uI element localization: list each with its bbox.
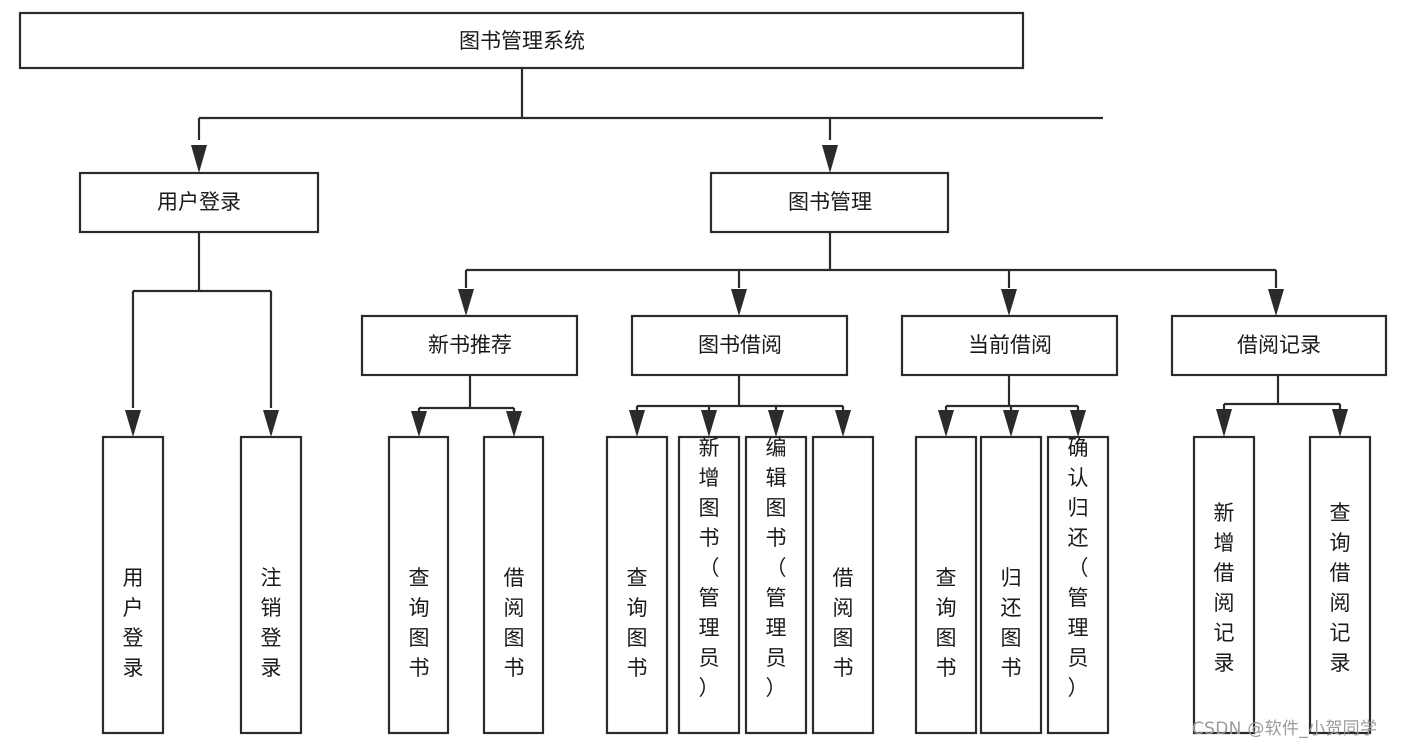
arrow-head-borrow-record-leaf-1 xyxy=(1216,409,1232,437)
leaf-current-borrow-query-label: 查询图书 xyxy=(936,566,957,680)
node-new-book-recommend[interactable]: 新书推荐 xyxy=(360,314,579,377)
arrow-head-book-borrow-leaf-2 xyxy=(701,410,717,437)
leaf-current-borrow-confirm-box xyxy=(1046,435,1110,735)
connector-group-book-borrow-to-leaves xyxy=(629,375,851,437)
arrow-head-current-borrow-leaf-3 xyxy=(1070,410,1086,437)
leaf-borrow-record-query-box xyxy=(1308,435,1372,735)
node-book-borrow-label: 图书借阅 xyxy=(698,333,782,357)
node-root-label: 图书管理系统 xyxy=(459,29,585,53)
node-current-borrow-box xyxy=(900,314,1119,377)
connector-group-borrow-record-to-leaves xyxy=(1216,375,1348,437)
leaf-user-login-logout-box xyxy=(239,435,303,735)
connector-group-current-borrow-to-leaves xyxy=(938,375,1086,437)
arrow-head-book-borrow-leaf-1 xyxy=(629,410,645,437)
connector-group-new-book-to-leaves xyxy=(411,375,522,437)
leaf-book-borrow-borrow-label: 借阅图书 xyxy=(833,566,854,680)
leaf-borrow-record-add[interactable]: 新增借阅记录 xyxy=(1192,435,1256,735)
arrow-head-current-borrow-leaf-1 xyxy=(938,410,954,437)
arrow-head-user-login-leaf-1 xyxy=(125,410,141,437)
connector-group-book-manage-to-level3 xyxy=(458,232,1284,316)
leaf-book-borrow-edit[interactable]: 编辑图书（管理员） xyxy=(744,435,808,735)
leaf-book-borrow-edit-box xyxy=(744,435,808,735)
arrow-head-current-borrow xyxy=(1001,289,1017,316)
leaf-borrow-record-add-label: 新增借阅记录 xyxy=(1214,501,1235,675)
arrow-head-book-borrow-leaf-4 xyxy=(835,410,851,437)
node-user-login-box xyxy=(78,171,320,234)
leaf-user-login-login-box xyxy=(101,435,165,735)
leaf-book-borrow-add-box xyxy=(677,435,741,735)
leaf-current-borrow-return[interactable]: 归还图书 xyxy=(979,435,1043,735)
arrow-head-current-borrow-leaf-2 xyxy=(1003,410,1019,437)
leaf-user-login-login-label: 用户登录 xyxy=(123,566,144,680)
leaf-book-borrow-query-box xyxy=(605,435,669,735)
leaf-new-book-query-box xyxy=(387,435,450,735)
leaf-book-borrow-query[interactable]: 查询图书 xyxy=(605,435,669,735)
node-book-management[interactable]: 图书管理 xyxy=(709,171,950,234)
node-user-login[interactable]: 用户登录 xyxy=(78,171,320,234)
node-current-borrow-label: 当前借阅 xyxy=(968,333,1052,357)
leaf-borrow-record-query-label: 查询借阅记录 xyxy=(1330,501,1351,675)
node-root-box xyxy=(18,11,1025,70)
connector-group-root-to-level2 xyxy=(191,68,1103,173)
leaf-book-borrow-add[interactable]: 新增图书（管理员） xyxy=(677,435,741,735)
arrow-head-borrow-record xyxy=(1268,289,1284,316)
arrow-head-new-book xyxy=(458,289,474,316)
leaf-borrow-record-query[interactable]: 查询借阅记录 xyxy=(1308,435,1372,735)
node-book-borrow-box xyxy=(630,314,849,377)
node-borrow-record-box xyxy=(1170,314,1388,377)
arrow-head-new-book-leaf-2 xyxy=(506,411,522,437)
arrow-head-user-login xyxy=(191,145,207,173)
leaf-new-book-borrow-label: 借阅图书 xyxy=(504,566,525,680)
leaf-book-borrow-edit-label: 编辑图书（管理员） xyxy=(766,436,787,700)
node-book-management-label: 图书管理 xyxy=(788,190,872,214)
node-current-borrow[interactable]: 当前借阅 xyxy=(900,314,1119,377)
node-new-book-recommend-label: 新书推荐 xyxy=(428,333,512,357)
leaf-current-borrow-confirm[interactable]: 确认归还（管理员） xyxy=(1046,435,1110,735)
leaf-book-borrow-borrow-box xyxy=(811,435,875,735)
leaf-user-login-login[interactable]: 用户登录 xyxy=(101,435,165,735)
leaf-new-book-query-label: 查询图书 xyxy=(409,566,430,680)
leaf-book-borrow-borrow[interactable]: 借阅图书 xyxy=(811,435,875,735)
leaf-current-borrow-return-box xyxy=(979,435,1043,735)
arrow-head-borrow-record-leaf-2 xyxy=(1332,409,1348,437)
arrow-head-book-manage xyxy=(822,145,838,173)
arrow-head-book-borrow xyxy=(731,289,747,316)
node-book-management-box xyxy=(709,171,950,234)
leaf-current-borrow-confirm-label: 确认归还（管理员） xyxy=(1068,436,1089,700)
leaf-current-borrow-query-box xyxy=(914,435,978,735)
leaf-user-login-logout-label: 注销登录 xyxy=(261,566,282,680)
leaf-book-borrow-query-label: 查询图书 xyxy=(627,566,648,680)
leaf-book-borrow-add-label: 新增图书（管理员） xyxy=(699,436,720,700)
leaf-current-borrow-return-label: 归还图书 xyxy=(1001,566,1022,680)
connector-group-user-login-to-leaves xyxy=(125,232,279,437)
leaf-borrow-record-add-box xyxy=(1192,435,1256,735)
node-book-borrow[interactable]: 图书借阅 xyxy=(630,314,849,377)
node-user-login-label: 用户登录 xyxy=(157,190,241,214)
node-borrow-record[interactable]: 借阅记录 xyxy=(1170,314,1388,377)
leaf-current-borrow-query[interactable]: 查询图书 xyxy=(914,435,978,735)
leaf-user-login-logout[interactable]: 注销登录 xyxy=(239,435,303,735)
arrow-head-user-login-leaf-2 xyxy=(263,410,279,437)
arrow-head-book-borrow-leaf-3 xyxy=(768,410,784,437)
node-root-book-management-system[interactable]: 图书管理系统 xyxy=(18,11,1025,70)
leaf-new-book-borrow-box xyxy=(482,435,545,735)
node-new-book-recommend-box xyxy=(360,314,579,377)
leaf-new-book-borrow[interactable]: 借阅图书 xyxy=(482,435,545,735)
node-borrow-record-label: 借阅记录 xyxy=(1237,333,1321,357)
leaf-new-book-query[interactable]: 查询图书 xyxy=(387,435,450,735)
arrow-head-new-book-leaf-1 xyxy=(411,411,427,437)
